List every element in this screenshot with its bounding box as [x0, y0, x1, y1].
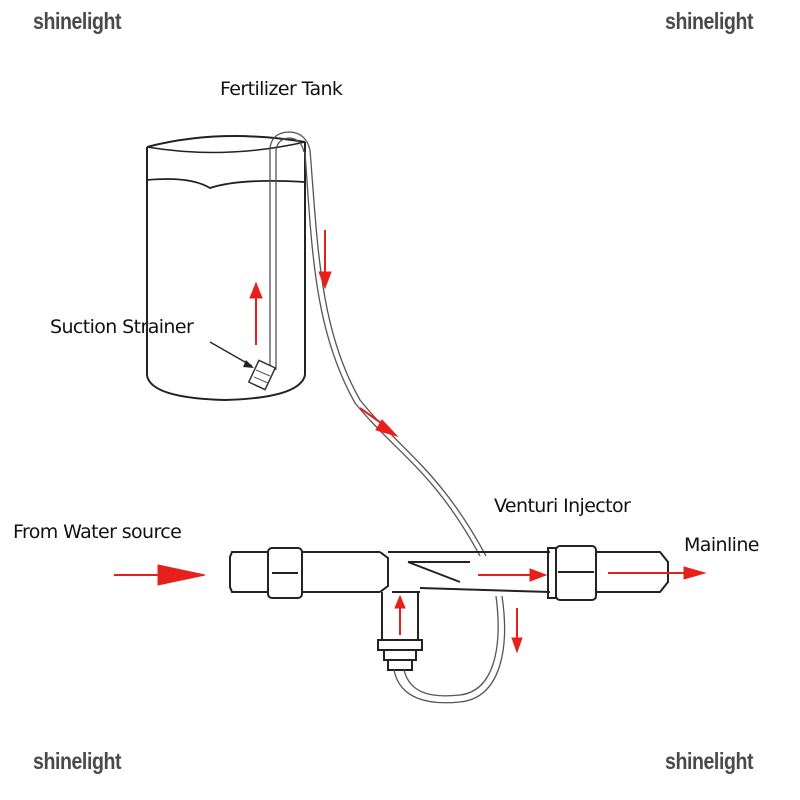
arrow-suction-up — [249, 281, 263, 345]
fertilizer-hose — [304, 149, 487, 557]
label-suction-strainer: Suction Strainer — [50, 316, 194, 338]
arrow-hose-down — [318, 230, 332, 290]
arrow-tee-up — [394, 594, 406, 635]
arrow-hose-diagonal — [359, 407, 399, 437]
arrow-mainline — [608, 566, 707, 580]
label-fertilizer-tank: Fertilizer Tank — [220, 78, 343, 100]
suction-strainer — [209, 341, 277, 391]
venturi-injector-body — [229, 545, 669, 671]
arrow-inlet — [114, 564, 206, 586]
suction-tube — [269, 131, 311, 370]
watermark-bottom-left: shinelight — [33, 748, 122, 774]
watermark-top-right: shinelight — [665, 8, 754, 34]
return-hose — [393, 595, 506, 704]
arrow-return-down — [511, 608, 523, 654]
flow-arrows — [114, 230, 707, 654]
fertilizer-tank — [146, 135, 306, 402]
label-venturi-injector: Venturi Injector — [494, 495, 631, 517]
watermark-bottom-right: shinelight — [665, 748, 754, 774]
arrow-venturi-right — [478, 568, 548, 582]
watermark-top-left: shinelight — [33, 8, 122, 34]
label-mainline: Mainline — [684, 534, 759, 556]
label-from-water-source: From Water source — [13, 521, 182, 543]
